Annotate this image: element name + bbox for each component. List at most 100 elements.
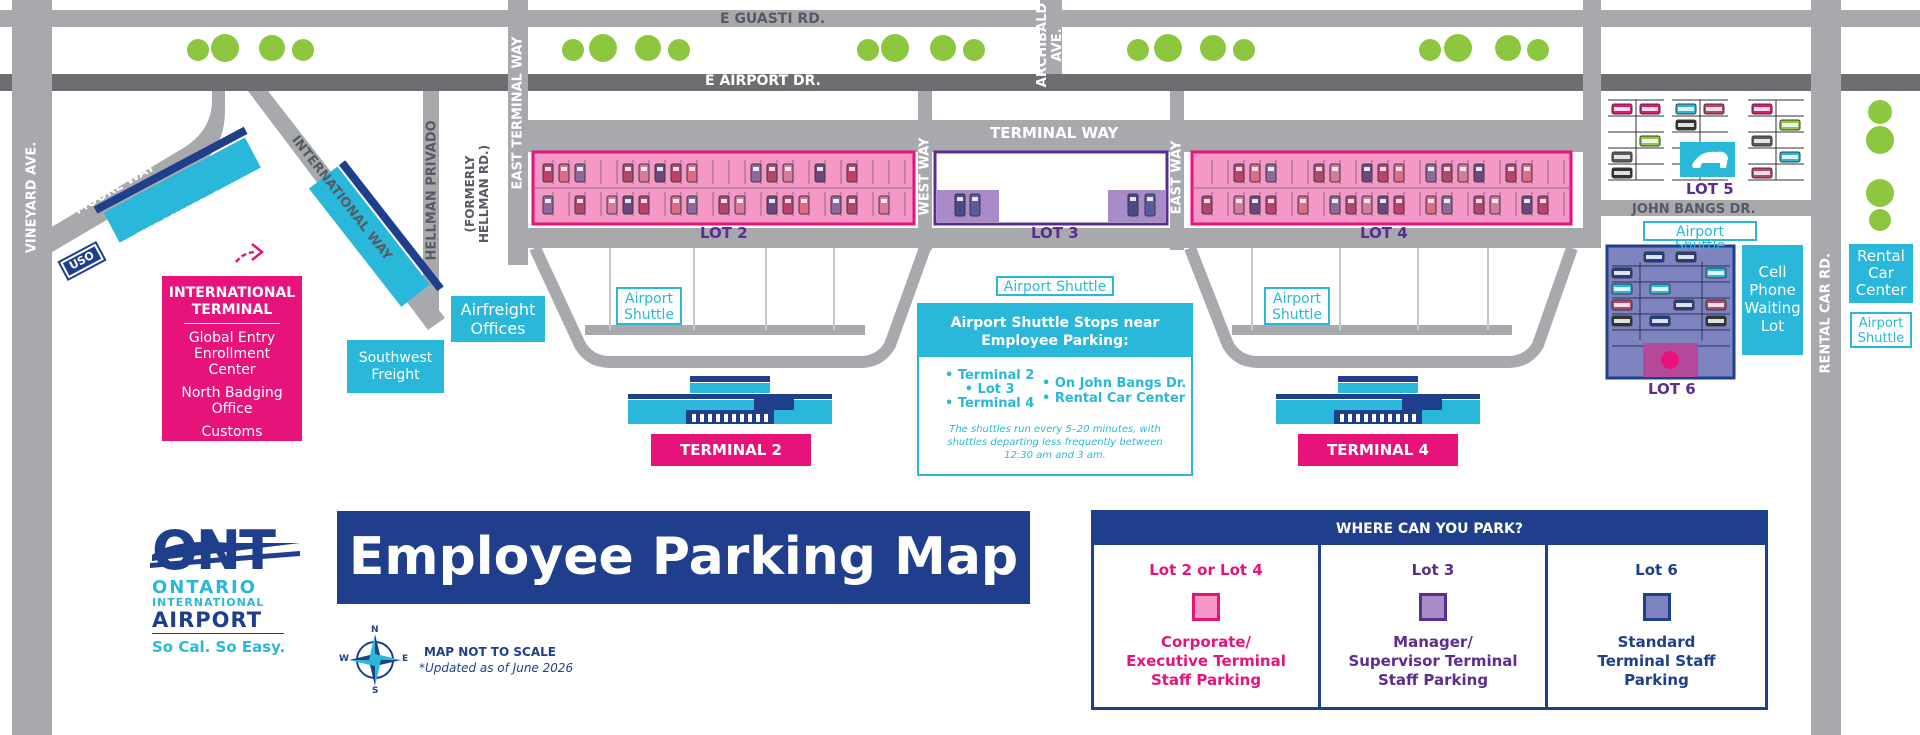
car-icon <box>1361 163 1373 183</box>
car-icon <box>1393 163 1405 183</box>
shuttle-stop-lot-3: Airport Shuttle <box>996 276 1114 296</box>
car-icon <box>1377 163 1389 183</box>
compass-icon <box>349 634 401 686</box>
car-icon <box>1249 163 1261 183</box>
terminal-4-building <box>1276 376 1480 424</box>
legend-swatch-blue <box>1642 593 1671 621</box>
car-icon <box>1473 195 1485 215</box>
car-icon <box>878 195 890 215</box>
car-icon <box>1329 195 1341 215</box>
car-icon <box>846 163 858 183</box>
car-icon <box>846 195 858 215</box>
ont-logo-mark <box>150 541 300 568</box>
moore-way-road <box>30 91 225 258</box>
car-icon <box>830 195 842 215</box>
car-icon <box>1425 163 1437 183</box>
label-terminal-4: TERMINAL 4 <box>1298 434 1458 466</box>
car-icon <box>622 163 634 183</box>
car-icon <box>558 163 570 183</box>
shuttle-stop-john-bangs: Airport Shuttle <box>1643 221 1757 253</box>
bear-icon <box>1692 151 1728 168</box>
hellman-road <box>423 91 439 321</box>
legend-header: WHERE CAN YOU PARK? <box>1094 513 1765 545</box>
updated-note: *Updated as of June 2026 <box>419 661 574 675</box>
car-icon <box>1265 163 1277 183</box>
car-icon <box>574 163 586 183</box>
car-icon <box>1505 163 1517 183</box>
parking-legend: WHERE CAN YOU PARK? Lot 2 or Lot 4 Corpo… <box>1091 510 1768 710</box>
car-icon <box>750 163 762 183</box>
e-guasti-road <box>0 10 1920 27</box>
car-icon <box>1329 163 1341 183</box>
car-icon <box>718 195 730 215</box>
john-bangs-road <box>1601 200 1811 216</box>
label-hellman: HELLMAN PRIVADO <box>424 120 440 261</box>
compass-n: N <box>371 625 379 635</box>
car-icon <box>1361 195 1373 215</box>
archibald-road <box>1040 0 1062 74</box>
legend-col-lot-3: Lot 3 Manager/ Supervisor Terminal Staff… <box>1348 561 1518 689</box>
label-lot-4: LOT 4 <box>1360 224 1408 242</box>
label-terminal-2: TERMINAL 2 <box>651 434 811 466</box>
car-icon <box>814 163 826 183</box>
international-terminal-box: INTERNATIONAL TERMINAL Global Entry Enro… <box>162 276 302 441</box>
compass-w: W <box>339 654 349 664</box>
scale-note: MAP NOT TO SCALE <box>424 645 556 659</box>
compass-s: S <box>372 686 379 696</box>
car-icon <box>542 163 554 183</box>
ont-logo: ONT ONTARIO INTERNATIONAL AIRPORT So Cal… <box>152 519 286 656</box>
car-icon <box>766 195 778 215</box>
label-e-guasti: E GUASTI RD. <box>720 11 826 27</box>
car-icon <box>1345 195 1357 215</box>
car-icon <box>638 195 650 215</box>
car-icon <box>670 163 682 183</box>
car-icon <box>654 163 666 183</box>
car-icon <box>686 163 698 183</box>
label-rental-car-rd: RENTAL CAR RD. <box>1818 253 1834 374</box>
label-lot-2: LOT 2 <box>700 224 748 242</box>
label-lot-5: LOT 5 <box>1686 180 1734 198</box>
legend-swatch-purple <box>1419 593 1447 621</box>
e-airport-road <box>0 74 1920 91</box>
car-icon <box>1457 163 1469 183</box>
car-icon <box>1441 195 1453 215</box>
label-e-airport: E AIRPORT DR. <box>705 73 821 89</box>
vineyard-road <box>12 0 52 735</box>
car-icon <box>686 195 698 215</box>
car-icon <box>606 195 618 215</box>
car-icon <box>1537 195 1549 215</box>
car-icon <box>1393 195 1405 215</box>
car-icon <box>1441 163 1453 183</box>
car-icon <box>1377 195 1389 215</box>
compass-e: E <box>402 654 409 664</box>
rental-car-road <box>1811 0 1841 735</box>
car-icon <box>1297 195 1309 215</box>
flower-icon <box>1661 351 1679 369</box>
trees <box>187 34 1894 231</box>
int-terminal-building <box>308 160 444 307</box>
car-icon <box>1425 195 1437 215</box>
legend-col-lot-6: Lot 6 Standard Terminal Staff Parking <box>1597 561 1716 689</box>
terminal-way-road <box>508 120 1598 152</box>
terminal-1-building <box>93 126 261 243</box>
car-icon <box>1489 195 1501 215</box>
car-icon <box>1233 163 1245 183</box>
label-john-bangs: JOHN BANGS DR. <box>1632 202 1756 217</box>
car-icon <box>1521 195 1533 215</box>
label-terminal-way: TERMINAL WAY <box>990 124 1119 142</box>
car-icon <box>1265 195 1277 215</box>
label-vineyard: VINEYARD AVE. <box>24 141 40 254</box>
car-icon <box>670 195 682 215</box>
car-icon <box>782 195 794 215</box>
